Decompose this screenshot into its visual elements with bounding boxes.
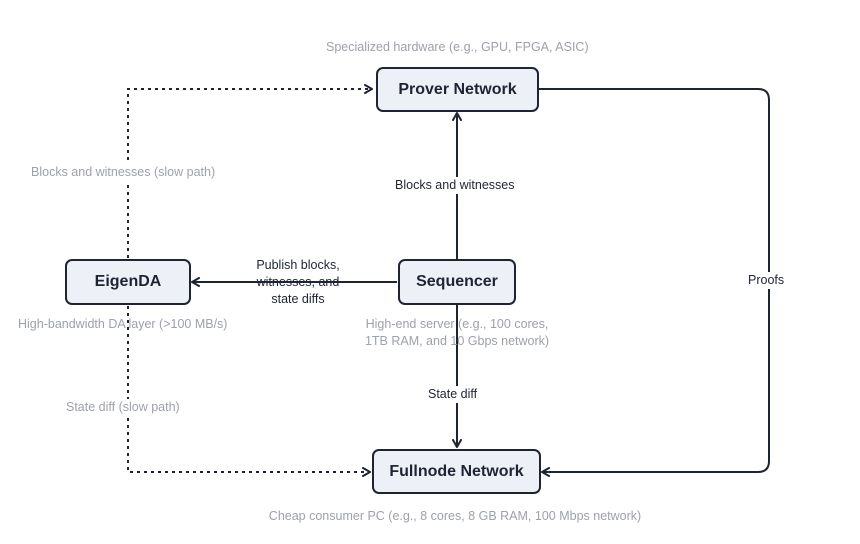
sequencer-hardware-note-line1: High-end server (e.g., 100 cores, — [365, 317, 549, 331]
edge-label-slow-state: State diff (slow path) — [63, 399, 183, 416]
edge-label-proofs: Proofs — [745, 272, 788, 289]
eigenda-node: EigenDA — [65, 259, 191, 305]
prover-hardware-note: Specialized hardware (e.g., GPU, FPGA, A… — [326, 40, 589, 54]
sequencer-node: Sequencer — [398, 259, 516, 305]
edge-label-publish-line3: state diffs — [271, 292, 325, 306]
edge-label-publish-line2: witnesses, and — [256, 275, 340, 289]
edge-prover-to-fullnode-proofs — [539, 88, 770, 477]
edge-label-blocks-witnesses: Blocks and witnesses — [392, 177, 518, 194]
prover-network-node: Prover Network — [376, 67, 539, 112]
fullnode-network-node: Fullnode Network — [372, 449, 541, 494]
edge-label-publish: Publish blocks, witnesses, and state dif… — [243, 257, 353, 308]
sequencer-hardware-note: High-end server (e.g., 100 cores, 1TB RA… — [359, 316, 555, 350]
sequencer-hardware-note-line2: 1TB RAM, and 10 Gbps network) — [364, 334, 550, 348]
edge-label-publish-line1: Publish blocks, — [256, 258, 340, 272]
edge-label-state-diff: State diff — [425, 386, 481, 403]
edge-label-slow-blocks: Blocks and witnesses (slow path) — [28, 164, 219, 181]
fullnode-hardware-note: Cheap consumer PC (e.g., 8 cores, 8 GB R… — [268, 509, 642, 523]
edge-eigenda-to-prover-slow — [127, 84, 373, 258]
eigenda-description: High-bandwidth DA layer (>100 MB/s) — [18, 317, 228, 331]
